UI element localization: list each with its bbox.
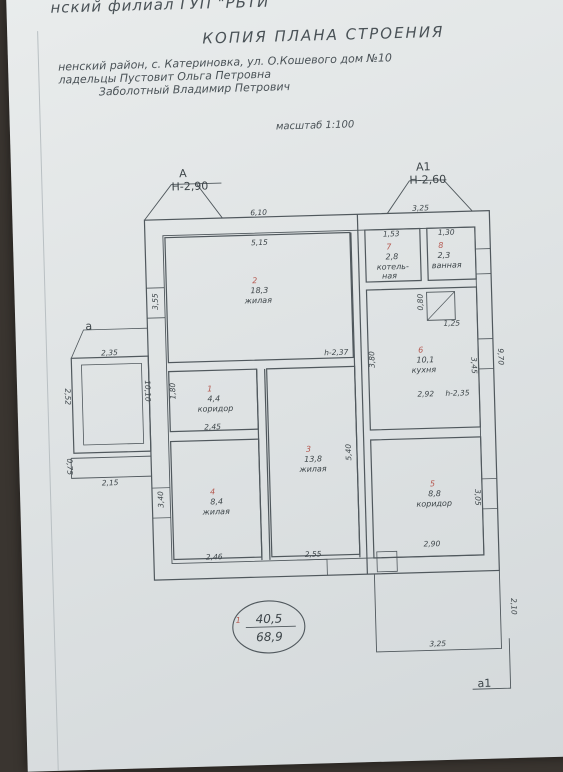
dim-2-45: 2,45 [204, 422, 221, 431]
floor-plan: А H-2,90 А1 H-2,60 а а1 2 18,3 жилая 1 4… [6, 0, 563, 772]
mark-a: А [179, 167, 187, 180]
svg-text:13,8: 13,8 [304, 454, 322, 463]
svg-text:8: 8 [438, 241, 443, 250]
dim-2-46: 2,46 [206, 552, 223, 561]
svg-text:8,4: 8,4 [210, 497, 223, 506]
dim-2-52: 2,52 [63, 388, 72, 405]
svg-text:18,3: 18,3 [250, 286, 268, 295]
dim-0-80: 0,80 [416, 294, 425, 311]
svg-text:жилая: жилая [201, 507, 230, 517]
svg-text:ная: ная [382, 271, 397, 280]
mark-a-height: H-2,90 [171, 179, 208, 193]
room-4-label: 4 8,4 жилая [201, 487, 230, 517]
dim-h-2-35: h-2,35 [445, 388, 470, 398]
room-1-label: 1 4,4 коридор [197, 384, 233, 414]
svg-text:кухня: кухня [412, 365, 437, 375]
dim-9-70: 9,70 [496, 348, 505, 365]
dim-3-45: 3,45 [469, 357, 478, 374]
room-5-label: 5 8,8 коридор [416, 479, 452, 509]
dim-2-35: 2,35 [101, 348, 118, 357]
dim-10-10: 10,10 [143, 380, 153, 402]
document-page: нский филиал ГУП "РБТИ" КОПИЯ ПЛАНА СТРО… [6, 0, 563, 772]
dim-2-90: 2,90 [423, 539, 440, 548]
dim-3-80: 3,80 [367, 351, 376, 368]
svg-text:3: 3 [306, 445, 311, 454]
dim-1-80: 1,80 [168, 382, 177, 399]
dim-3-40: 3,40 [156, 491, 165, 508]
dim-1-30: 1,30 [438, 228, 455, 237]
svg-text:2: 2 [252, 276, 257, 285]
dim-1-25: 1,25 [443, 318, 460, 327]
svg-text:котель-: котель- [377, 262, 409, 272]
room-7-label: 7 2,8 котель- ная [376, 242, 409, 281]
svg-text:жилая: жилая [244, 296, 273, 306]
summary-area: 40,5 [255, 612, 282, 627]
svg-text:коридор: коридор [416, 499, 452, 509]
dim-3-05: 3,05 [473, 489, 482, 506]
svg-text:2,8: 2,8 [385, 252, 398, 261]
dim-1-53: 1,53 [383, 229, 400, 238]
dim-2-55: 2,55 [305, 549, 322, 558]
summary-total: 68,9 [256, 630, 283, 645]
summary-number: 1 [236, 616, 241, 625]
svg-text:1: 1 [207, 384, 212, 393]
mark-a1-height: H-2,60 [409, 173, 446, 187]
room-8-label: 8 2,3 ванная [431, 240, 462, 270]
svg-text:6: 6 [418, 345, 423, 354]
dim-5-15: 5,15 [251, 238, 268, 247]
room-6-label: 6 10,1 кухня [411, 345, 436, 375]
svg-text:7: 7 [386, 242, 392, 251]
dim-0-75: 0,75 [65, 458, 74, 475]
svg-text:10,1: 10,1 [416, 355, 434, 364]
svg-text:4,4: 4,4 [207, 394, 220, 403]
mark-a1: А1 [416, 160, 431, 173]
dim-5-40: 5,40 [344, 444, 353, 461]
dim-2-92: 2,92 [417, 389, 434, 398]
dim-3-25: 3,25 [412, 203, 429, 212]
svg-text:жилая: жилая [298, 464, 327, 474]
room-2-label: 2 18,3 жилая [243, 276, 272, 306]
svg-text:5: 5 [430, 479, 435, 488]
mark-a-small: а [85, 320, 92, 333]
dim-6-10: 6,10 [250, 208, 267, 217]
svg-text:8,8: 8,8 [428, 489, 441, 498]
dim-2-10: 2,10 [509, 598, 518, 615]
mark-a1-small: а1 [477, 677, 491, 690]
room-3-label: 3 13,8 жилая [298, 444, 327, 474]
dim-3-55: 3,55 [150, 293, 159, 310]
svg-text:ванная: ванная [432, 260, 462, 270]
svg-text:4: 4 [210, 487, 215, 496]
dim-3-25-bottom: 3,25 [429, 639, 446, 648]
dim-h-2-37: h-2,37 [324, 348, 349, 358]
svg-text:коридор: коридор [198, 404, 234, 414]
svg-text:2,3: 2,3 [437, 251, 450, 260]
dim-2-15: 2,15 [102, 478, 119, 487]
